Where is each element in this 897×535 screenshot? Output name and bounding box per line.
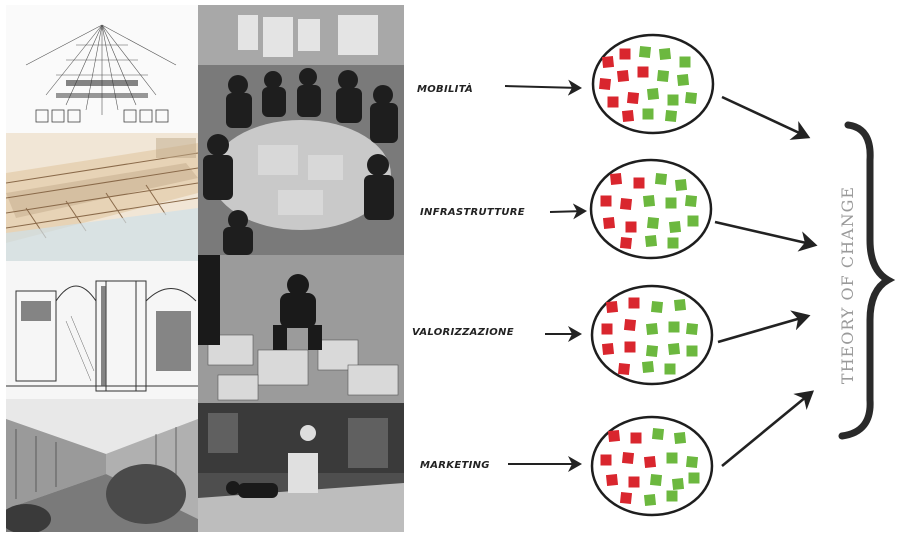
circle-infrastrutture: [591, 160, 711, 258]
green-square: [665, 364, 676, 375]
flow-diagram: MOBILITÀ INFRASTRUTTURE VALORIZZAZIONE M…: [404, 0, 897, 535]
green-square: [652, 428, 664, 440]
green-square: [646, 323, 658, 335]
green-square: [643, 109, 654, 120]
green-square: [665, 110, 677, 122]
green-square: [669, 322, 680, 333]
green-square: [642, 361, 654, 373]
green-square: [655, 173, 667, 185]
input-label-valorizzazione: VALORIZZAZIONE: [412, 327, 514, 338]
green-square: [675, 179, 687, 191]
red-square: [606, 474, 618, 486]
green-square: [659, 48, 671, 60]
red-square: [629, 298, 640, 309]
photo-column: [198, 5, 404, 532]
green-square: [667, 453, 678, 464]
red-square: [622, 110, 634, 122]
sketch-street-perspective: [6, 399, 198, 532]
red-square: [620, 492, 632, 504]
green-square: [645, 235, 657, 247]
green-square: [666, 198, 677, 209]
red-square: [601, 455, 612, 466]
red-square: [608, 97, 619, 108]
red-square: [629, 477, 640, 488]
green-square: [669, 221, 681, 233]
green-square: [680, 57, 691, 68]
sketch-arcade-courtyard: [6, 261, 198, 399]
red-square: [638, 67, 649, 78]
arrow-mobilita-to-circle: [505, 86, 580, 88]
green-square: [674, 432, 686, 444]
green-square: [647, 88, 659, 100]
green-square: [686, 323, 698, 335]
red-square: [603, 217, 615, 229]
red-square: [601, 196, 612, 207]
photo-workshop-drawing: [198, 403, 404, 532]
red-square: [606, 301, 618, 313]
arrow-circle3-to-outcome: [718, 316, 808, 342]
input-label-infrastrutture: INFRASTRUTTURE: [420, 207, 525, 218]
green-square: [647, 217, 659, 229]
arrow-circle4-to-outcome: [722, 392, 812, 466]
red-square: [634, 178, 645, 189]
red-square: [624, 319, 636, 331]
red-square: [620, 198, 632, 210]
photo-workshop-group: [198, 5, 404, 255]
red-square: [631, 433, 642, 444]
green-square: [689, 473, 700, 484]
arrow-infrastrutture-to-circle: [550, 211, 585, 212]
green-square: [668, 343, 680, 355]
green-square: [643, 195, 655, 207]
green-square: [672, 478, 684, 490]
red-square: [644, 456, 656, 468]
red-square: [617, 70, 629, 82]
green-square: [687, 346, 698, 357]
green-square: [685, 92, 697, 104]
circle-valorizzazione: [592, 286, 712, 384]
red-square: [620, 49, 631, 60]
green-square: [639, 46, 651, 58]
red-square: [620, 237, 632, 249]
input-label-marketing: MARKETING: [420, 460, 490, 471]
green-square: [685, 195, 697, 207]
sketch-perspective-tower: [6, 5, 198, 133]
green-square: [668, 95, 679, 106]
green-square: [677, 74, 689, 86]
red-square: [625, 342, 636, 353]
red-square: [608, 430, 620, 442]
red-square: [599, 78, 611, 90]
green-square: [646, 345, 658, 357]
circle-marketing: [592, 417, 712, 515]
red-square: [602, 56, 614, 68]
arrow-circle2-to-outcome: [715, 222, 815, 245]
green-square: [644, 494, 656, 506]
red-square: [602, 343, 614, 355]
red-square: [627, 92, 639, 104]
green-square: [668, 238, 679, 249]
arrow-circle1-to-outcome: [722, 97, 808, 137]
green-square: [674, 299, 686, 311]
red-square: [622, 452, 634, 464]
red-square: [610, 173, 622, 185]
photo-workshop-floor: [198, 255, 404, 403]
sketch-column: [6, 5, 198, 532]
red-square: [626, 222, 637, 233]
outcome-label: THEORY OF CHANGE: [838, 186, 857, 384]
green-square: [650, 474, 662, 486]
red-square: [602, 324, 613, 335]
circle-mobilita: [593, 35, 713, 133]
green-square: [657, 70, 669, 82]
green-square: [651, 301, 663, 313]
sketch-stairs-watercolor: [6, 133, 198, 261]
green-square: [686, 456, 698, 468]
red-square: [618, 363, 630, 375]
input-label-mobilita: MOBILITÀ: [417, 81, 473, 95]
green-square: [688, 216, 699, 227]
green-square: [667, 491, 678, 502]
